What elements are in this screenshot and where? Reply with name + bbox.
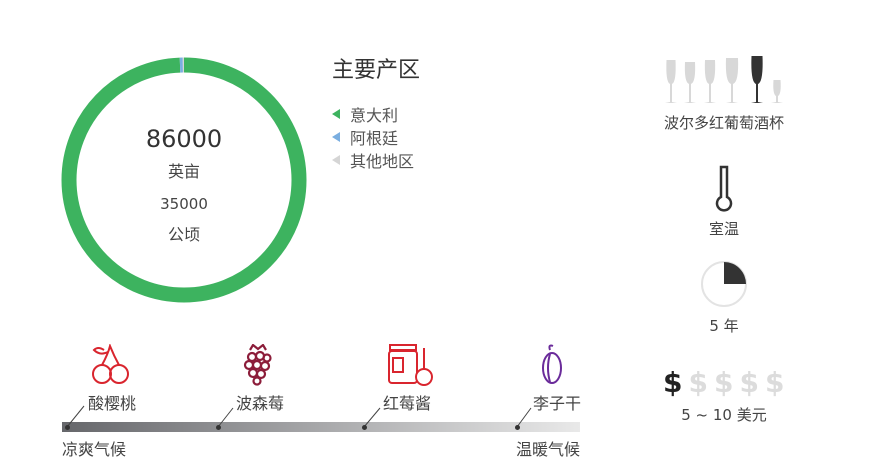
glass-label: 波尔多红葡萄酒杯: [663, 114, 785, 132]
flavor-marker: [216, 425, 221, 430]
dollar-icon: $: [739, 366, 759, 399]
wine-glass-icon: [684, 62, 696, 103]
donut-segment: [61, 57, 307, 303]
cherry-icon: [92, 344, 129, 384]
wine-glass-icon: [751, 56, 763, 103]
jam-icon: [388, 344, 433, 386]
dollar-icon: $: [688, 366, 708, 399]
plum-icon: [542, 344, 562, 384]
flavor-label: 波森莓: [236, 394, 285, 413]
serving-temp-label: 室温: [708, 220, 740, 238]
legend-label: 意大利: [350, 106, 399, 125]
warm-climate-label: 温暖气候: [516, 440, 581, 459]
cool-climate-label: 凉爽气候: [62, 440, 127, 459]
legend-label: 阿根廷: [350, 129, 399, 148]
thermometer-icon: [715, 165, 733, 212]
flavor-label: 酸樱桃: [88, 394, 137, 413]
acres-unit: 英亩: [167, 162, 201, 181]
wine-glass-icon: [665, 60, 677, 103]
flavor-marker: [362, 425, 367, 430]
dollar-icon: $: [663, 366, 683, 399]
flavor-label: 李子干: [533, 394, 582, 413]
wine-glasses-icon: [665, 56, 783, 103]
legend-item-argentina: 阿根廷: [332, 125, 398, 149]
price-label: 5 ~ 10 美元: [681, 406, 767, 424]
flavor-marker: [515, 425, 520, 430]
flavor-marker: [65, 425, 70, 430]
dollar-icon: $: [764, 366, 785, 399]
hectares-unit: 公顷: [167, 225, 201, 244]
hectares-value: 35000: [160, 195, 208, 213]
price-rating: $$$$$: [663, 366, 784, 399]
legend-item-other: 其他地区: [332, 148, 414, 172]
wine-glass-icon: [725, 58, 739, 103]
wine-glass-icon: [704, 60, 716, 103]
dollar-icon: $: [713, 366, 734, 399]
acres-value: 86000: [145, 125, 223, 153]
climate-gradient-bar: [62, 422, 580, 432]
legend-item-italy: 意大利: [332, 102, 398, 126]
boysenberry-icon: [243, 344, 272, 386]
aging-label: 5 年: [709, 317, 739, 335]
aging-pie-icon: [701, 261, 747, 307]
flavor-label: 红莓酱: [383, 394, 432, 413]
wine-glass-icon: [771, 80, 783, 103]
regions-title: 主要产区: [332, 58, 421, 83]
triangle-icon: [332, 155, 340, 165]
legend-label: 其他地区: [350, 152, 415, 171]
triangle-icon: [332, 132, 340, 142]
triangle-icon: [332, 109, 340, 119]
